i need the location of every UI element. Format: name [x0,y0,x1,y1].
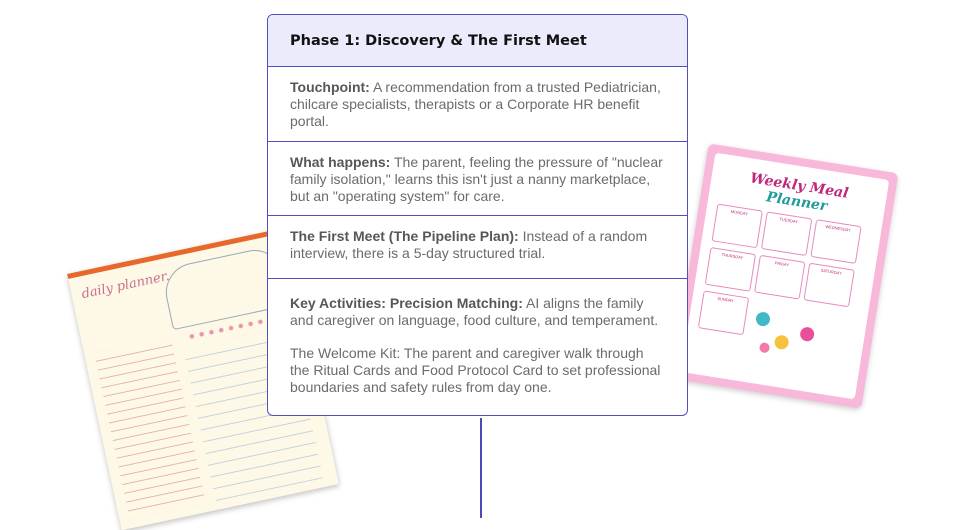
pot-icon [754,311,771,328]
timeline-connector-line [480,418,482,518]
day-box-friday: FRIDAY [754,254,806,300]
section-key-activities-paragraph: Key Activities: Precision Matching: AI a… [290,295,665,329]
blender-icon [799,326,816,343]
section-key-activities: Key Activities: Precision Matching: AI a… [268,279,687,396]
section-what-happens: What happens: The parent, feeling the pr… [268,142,687,216]
egg-icon [773,334,790,351]
section-what-happens-label: What happens: [290,154,391,170]
section-what-happens-text: The parent, feeling the pressure of "nuc… [290,154,663,204]
section-touchpoint: Touchpoint: A recommendation from a trus… [268,67,687,142]
flower-icon [758,341,771,354]
section-welcome-kit-paragraph: The Welcome Kit: The parent and caregive… [290,345,661,395]
section-first-meet: The First Meet (The Pipeline Plan): Inst… [268,216,687,279]
weekly-planner-inner: Weekly Meal Planner MONDAY TUESDAY WEDNE… [680,152,890,400]
phase-card: Phase 1: Discovery & The First Meet Touc… [267,14,688,416]
phase-card-header: Phase 1: Discovery & The First Meet [268,15,687,67]
section-key-activities-label: Key Activities: Precision Matching: [290,295,523,311]
section-first-meet-label: The First Meet (The Pipeline Plan): [290,228,519,244]
section-touchpoint-label: Touchpoint: [290,79,370,95]
day-box-saturday: SATURDAY [803,262,855,308]
day-box-wednesday: WEDNESDAY [810,219,862,264]
day-box-sunday: SUNDAY [697,290,750,336]
day-box-tuesday: TUESDAY [760,211,813,257]
day-box-thursday: THURSDAY [704,247,757,292]
weekly-meal-planner-image: Weekly Meal Planner MONDAY TUESDAY WEDNE… [671,143,899,409]
daily-planner-title: daily planner. [80,268,171,303]
weekly-planner-sheet: Weekly Meal Planner MONDAY TUESDAY WEDNE… [671,143,899,409]
section-first-meet-text: Instead of a random interview, there is … [290,228,648,261]
day-box-monday: MONDAY [711,203,763,249]
section-key-activities-text: AI aligns the family and caregiver on la… [290,295,659,328]
section-touchpoint-text: A recommendation from a trusted Pediatri… [290,79,661,129]
